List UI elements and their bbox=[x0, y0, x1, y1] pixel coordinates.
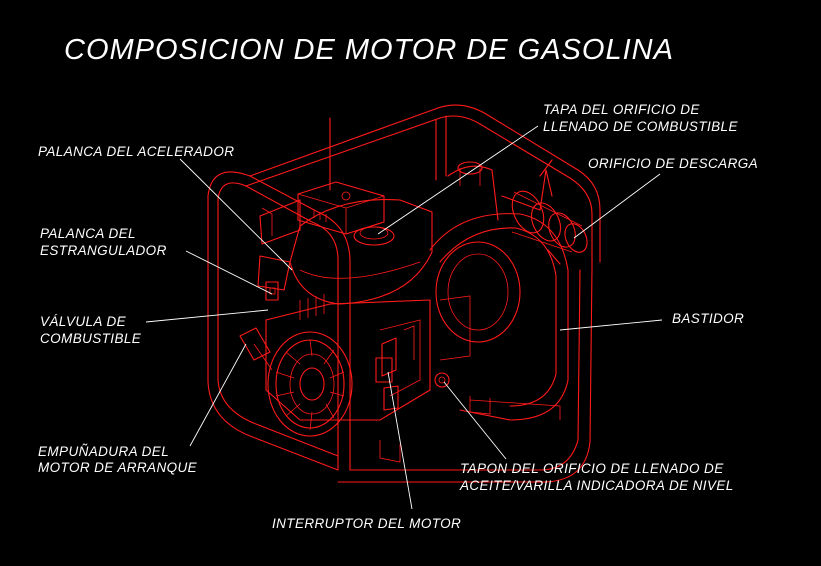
leader-orificio-descarga bbox=[573, 173, 661, 239]
label-tapa-combustible-line1: TAPA DEL ORIFICIO DE bbox=[543, 102, 700, 117]
label-palanca-estrangulador-line1: PALANCA DEL bbox=[40, 226, 136, 241]
leader-valvula-combustible bbox=[145, 309, 269, 323]
label-interruptor: INTERRUPTOR DEL MOTOR bbox=[272, 516, 461, 531]
label-valvula-combustible-line1: VÁLVULA DE bbox=[40, 314, 127, 329]
label-tapon-aceite-line1: TAPON DEL ORIFICIO DE LLENADO DE bbox=[460, 461, 724, 476]
label-palanca-acelerador: PALANCA DEL ACELERADOR bbox=[38, 144, 234, 159]
pump-body-drawing bbox=[429, 159, 588, 421]
label-empunadura-line2: MOTOR DE ARRANQUE bbox=[38, 460, 198, 475]
label-palanca-estrangulador-line2: ESTRANGULADOR bbox=[40, 243, 167, 258]
recoil-starter-drawing bbox=[239, 327, 353, 437]
frame-drawing bbox=[207, 104, 601, 483]
leader-tapa-combustible bbox=[377, 125, 539, 235]
leader-tapon-aceite bbox=[443, 381, 507, 460]
leader-palanca-estrangulador bbox=[185, 250, 273, 295]
label-orificio-descarga: ORIFICIO DE DESCARGA bbox=[588, 156, 758, 171]
label-tapa-combustible-line2: LLENADO DE COMBUSTIBLE bbox=[543, 119, 738, 134]
label-valvula-combustible-line2: COMBUSTIBLE bbox=[40, 331, 142, 346]
label-tapon-aceite-line2: ACEITE/VARILLA INDICADORA DE NIVEL bbox=[459, 478, 734, 493]
leader-lines bbox=[145, 125, 663, 510]
callout-labels: PALANCA DEL ACELERADOR PALANCA DEL ESTRA… bbox=[38, 102, 758, 531]
leader-bastidor bbox=[559, 319, 663, 331]
engine-drawing bbox=[257, 117, 471, 421]
pump-drawing bbox=[207, 104, 601, 483]
leader-empunadura bbox=[189, 343, 247, 447]
leader-palanca-acelerador bbox=[179, 158, 293, 271]
label-empunadura-line1: EMPUÑADURA DEL bbox=[38, 444, 169, 459]
label-bastidor: BASTIDOR bbox=[672, 311, 744, 326]
diagram-title: COMPOSICION DE MOTOR DE GASOLINA bbox=[64, 34, 674, 66]
leader-interruptor bbox=[387, 371, 413, 510]
